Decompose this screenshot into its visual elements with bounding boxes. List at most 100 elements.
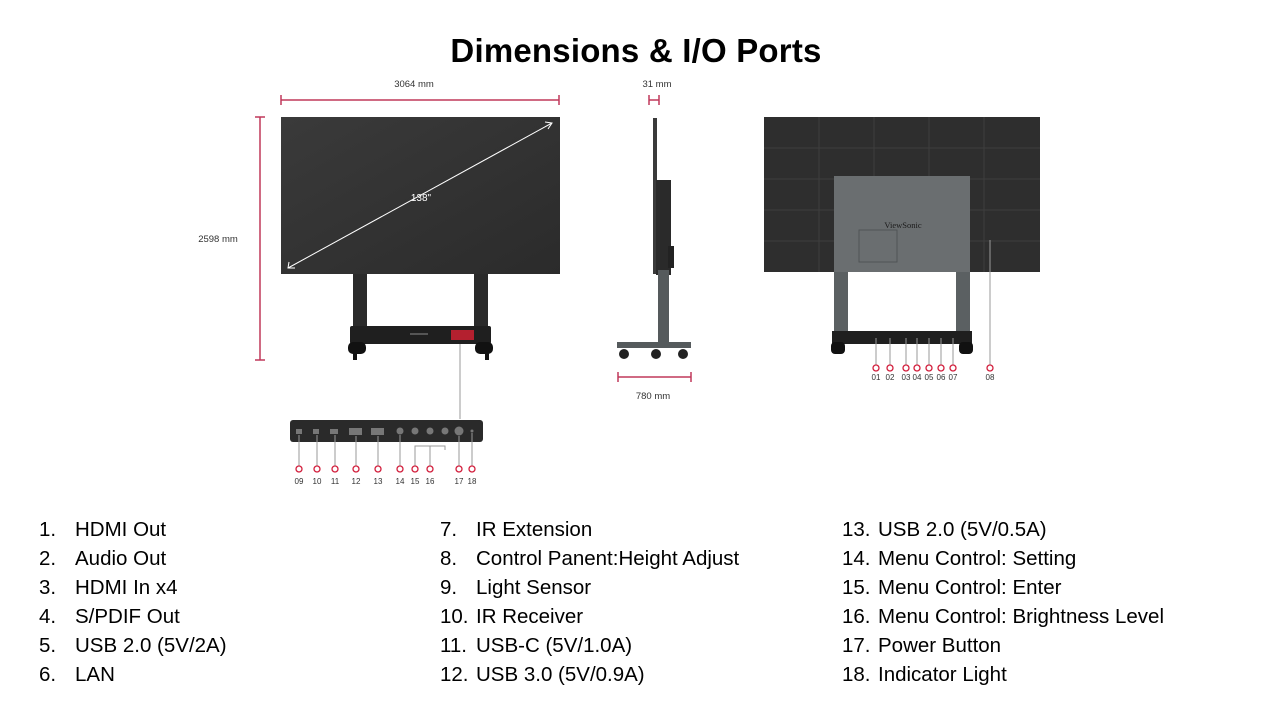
port-number: 3.: [39, 576, 57, 599]
callout-marker-15: [411, 465, 419, 473]
diagonal-label: 138": [411, 193, 432, 204]
panel-markers: 09 10 11 12 13 14 15 16 17 18: [295, 433, 477, 486]
rear-wheels: [831, 342, 973, 354]
port-list-item: 16.Menu Control: Brightness Level: [842, 602, 1164, 631]
callout-label-02: 02: [886, 373, 895, 382]
rear-io-cover: [858, 229, 898, 263]
rear-leg-right: [956, 272, 970, 332]
port-number: 1.: [39, 518, 57, 541]
port-list-item: 3. HDMI In x4: [39, 573, 227, 602]
port-list-item: 10. IR Receiver: [440, 602, 739, 631]
callout-label-14: 14: [396, 477, 405, 486]
port-list-item: 15. Menu Control: Enter: [842, 573, 1164, 602]
callout-label-16: 16: [426, 477, 435, 486]
callout-marker-09: [295, 465, 303, 473]
port-number: 6.: [39, 663, 57, 686]
callout-marker-11: [331, 465, 339, 473]
port-label: HDMI In x4: [75, 576, 178, 599]
rear-mount-plate: [834, 176, 970, 272]
port-label: LAN: [75, 663, 115, 686]
callout-label-10: 10: [313, 477, 322, 486]
port-number: 13.: [842, 518, 871, 541]
port-number: 5.: [39, 634, 57, 657]
width-label: 3064 mm: [394, 79, 434, 90]
callout-marker-03: [902, 364, 910, 372]
port-list-item: 17. Power Button: [842, 631, 1164, 660]
port-number: 16.: [842, 605, 871, 628]
callout-label-17: 17: [455, 477, 464, 486]
front-wheels: [348, 342, 493, 360]
port-number: 12.: [440, 663, 469, 686]
callout-label-03: 03: [902, 373, 911, 382]
port-label: USB 3.0 (5V/0.9A): [476, 663, 645, 686]
callout-marker-04: [913, 364, 921, 372]
port-number: 18.: [842, 663, 871, 686]
callout-marker-18: [468, 465, 476, 473]
port-list-item: 7. IR Extension: [440, 515, 739, 544]
port-list-col3: 13. USB 2.0 (5V/0.5A) 14.Menu Control: Set…: [842, 515, 1164, 689]
port-label: USB-C (5V/1.0A): [476, 634, 633, 657]
callout-label-11: 11: [331, 477, 340, 486]
base-depth-label: 780 mm: [636, 391, 670, 402]
callout-marker-06: [937, 364, 945, 372]
height-label: 2598 mm: [198, 234, 238, 245]
brand-logo: ViewSonic: [884, 220, 921, 230]
callout-label-13: 13: [374, 477, 383, 486]
front-stand-leg-left: [353, 272, 367, 330]
callout-marker-05: [925, 364, 933, 372]
port-list-item: 6. LAN: [39, 660, 227, 689]
port-label: S/PDIF Out: [75, 605, 180, 628]
io-panel-highlight: [451, 330, 474, 340]
front-stand-leg-right: [474, 272, 488, 330]
port-list-item: 9. Light Sensor: [440, 573, 739, 602]
port-number: 2.: [39, 547, 57, 570]
port-number: 4.: [39, 605, 57, 628]
port-number: 15.: [842, 576, 871, 599]
port-list-item: 1.HDMI Out: [39, 515, 227, 544]
height-dimension-line: [255, 116, 265, 361]
callout-marker-07: [949, 364, 957, 372]
port-list-item: 2.Audio Out: [39, 544, 227, 573]
front-base-logo: [410, 333, 428, 335]
port-label: IR Extension: [476, 518, 593, 541]
port-number: 10.: [440, 605, 469, 628]
side-screen: [653, 118, 657, 274]
callout-label-18: 18: [468, 477, 477, 486]
port-number: 14.: [842, 547, 871, 570]
port-label: Menu Control: Enter: [878, 576, 1062, 599]
port-list-item: 11.USB-C (5V/1.0A): [440, 631, 739, 660]
port-list-item: 12. USB 3.0 (5V/0.9A): [440, 660, 739, 689]
port-number: 9.: [440, 576, 458, 599]
io-panel-body: [290, 420, 483, 442]
port-label: Light Sensor: [476, 576, 592, 599]
io-panel-ports: [296, 426, 474, 436]
depth-dimension-line: [648, 95, 660, 105]
port-number: 8.: [440, 547, 458, 570]
callout-marker-14: [396, 465, 404, 473]
callout-label-15: 15: [411, 477, 420, 486]
front-view: 3064 mm 2598 mm 138": [198, 79, 560, 419]
port-label: IR Receiver: [476, 605, 584, 628]
callout-marker-02: [886, 364, 894, 372]
callout-label-04: 04: [913, 373, 922, 382]
port-label: USB 2.0 (5V/0.5A): [878, 518, 1047, 541]
callout-label-12: 12: [352, 477, 361, 486]
callout-label-07: 07: [949, 373, 958, 382]
depth-label: 31 mm: [642, 79, 671, 90]
rear-view: ViewSonic: [764, 117, 1040, 362]
side-mount: [656, 180, 671, 275]
callout-label-06: 06: [937, 373, 946, 382]
port-label: Power Button: [878, 634, 1002, 657]
side-base: [617, 342, 691, 348]
callout-label-09: 09: [295, 477, 304, 486]
io-panel: [290, 420, 483, 450]
port-list-item: 14.Menu Control: Setting: [842, 544, 1164, 573]
port-number: 17.: [842, 634, 871, 657]
port-number: 7.: [440, 518, 458, 541]
base-depth-dimension-line: [617, 372, 692, 382]
callout-label-01: 01: [872, 373, 881, 382]
callout-label-08: 08: [986, 373, 995, 382]
callout-marker-10: [313, 465, 321, 473]
